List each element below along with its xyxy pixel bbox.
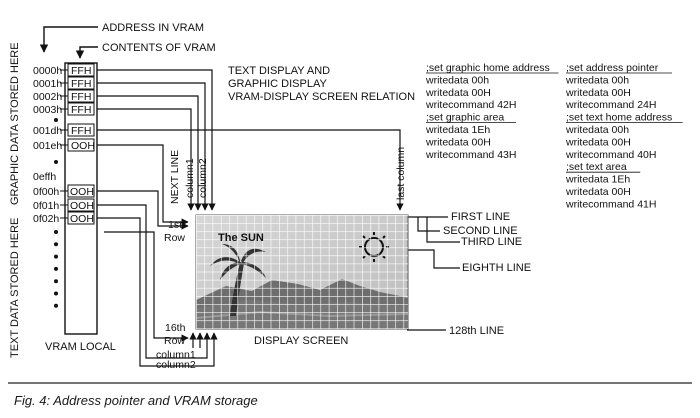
ellipsis-dot (54, 160, 58, 164)
sixteenth-row-label-1: 16th (165, 322, 186, 334)
text-data-label: TEXT DATA STORED HERE (9, 218, 21, 358)
code-line: ;set text home address (566, 112, 672, 124)
ellipsis-dot (54, 279, 58, 284)
vram-cell-content: FFH (71, 125, 91, 137)
column2-bottom-label: column2 (156, 359, 196, 371)
vram-address: 0000h (33, 65, 62, 77)
column2-top-label: column2 (197, 158, 209, 198)
code-line: writecommand 43H (425, 149, 516, 161)
vram-cell-content: FFH (71, 78, 91, 90)
column1-bottom-label: column1 (156, 349, 196, 361)
display-screen-label: DISPLAY SCREEN (254, 335, 348, 347)
vram-cell-content: FFH (71, 104, 91, 116)
left-annotations: ADDRESS IN VRAM CONTENTS OF VRAM GRAPHIC… (9, 22, 216, 358)
vram-cell-content: FFH (71, 65, 91, 77)
relation-title-line-1: TEXT DISPLAY AND (228, 65, 330, 77)
ellipsis-dot (54, 230, 58, 234)
vram-cell-content: OOH (70, 200, 94, 212)
first-line-label: FIRST LINE (451, 211, 510, 223)
vram-address: 0effh (33, 171, 56, 183)
vram-address: 0f01h (33, 200, 59, 212)
code-line: writedata 00H (425, 87, 491, 99)
contents-of-vram-label: CONTENTS OF VRAM (102, 42, 216, 54)
vram-local-label: VRAM LOCAL (45, 341, 116, 353)
vram-address: 001eh (33, 140, 62, 152)
relation-title-line-3: VRAM-DISPLAY SCREEN RELATION (228, 91, 415, 103)
eighth-line-label: EIGHTH LINE (462, 262, 531, 274)
code-line: writedata 00h (565, 124, 629, 136)
vram-address: 0f00h (33, 186, 59, 198)
ellipsis-dot (54, 303, 58, 308)
code-line: writecommand 24H (565, 99, 656, 111)
code-line: writecommand 42H (425, 99, 516, 111)
last-column-label: last column (395, 147, 407, 200)
figure-caption: Fig. 4: Address pointer and VRAM storage (14, 393, 258, 408)
code-line: ;set graphic home address (426, 62, 550, 74)
ellipsis-dot (54, 266, 58, 271)
ellipsis-dot (54, 291, 58, 296)
second-line-label: SECOND LINE (443, 225, 518, 237)
code-line: writedata 00h (425, 74, 489, 86)
code-line: ;set graphic area (426, 112, 504, 124)
code-line: writedata 00h (565, 74, 629, 86)
code-line: writedata 00H (425, 136, 491, 148)
code-line: writedata 00H (565, 87, 631, 99)
ellipsis-dot (54, 254, 58, 259)
vram-address: 0001h (33, 78, 62, 90)
code-line: writedata 00H (565, 186, 631, 198)
first-row-label-2: Row (164, 232, 185, 244)
first-row-label-1: 1st (168, 219, 182, 231)
vram-address: 0f02h (33, 213, 59, 225)
code-line: ;set text area (566, 161, 627, 173)
vram-cell-content: OOH (70, 186, 94, 198)
vram-cell-content: OOH (71, 140, 95, 152)
code-line: writedata 1Eh (565, 174, 630, 186)
third-line-label: THIRD LINE (461, 236, 522, 248)
ellipsis-dot (54, 118, 58, 122)
vram-address: 0002h (33, 91, 62, 103)
sixteenth-row-label-2: Row (164, 335, 185, 347)
column1-top-label: column1 (184, 158, 196, 198)
ellipsis-dot (54, 242, 58, 247)
code-line: writedata 00H (565, 136, 631, 148)
connector-lines (97, 69, 460, 367)
code-line: writedata 1Eh (425, 124, 490, 136)
relation-title: TEXT DISPLAY AND GRAPHIC DISPLAY VRAM-DI… (228, 65, 415, 103)
vram-cell-content: FFH (71, 91, 91, 103)
next-line-label: NEXT LINE (169, 150, 181, 204)
screen-annotations: NEXT LINE column1 column2 last column 1s… (156, 147, 531, 371)
code-line: writecommand 41H (565, 198, 656, 210)
code-line: ;set address pointer (566, 62, 659, 74)
display-screen: The SUN (195, 214, 409, 330)
vram-cell-content: OOH (70, 213, 94, 225)
relation-title-line-2: GRAPHIC DISPLAY (228, 78, 327, 90)
vram-address: 001dh (33, 125, 62, 137)
code-line: writecommand 40H (565, 149, 656, 161)
line-128-label: 128th LINE (449, 325, 504, 337)
vram-address: 0003h (33, 104, 62, 116)
screen-text: The SUN (218, 232, 264, 244)
graphic-data-label: GRAPHIC DATA STORED HERE (9, 42, 21, 205)
address-in-vram-label: ADDRESS IN VRAM (102, 22, 204, 34)
